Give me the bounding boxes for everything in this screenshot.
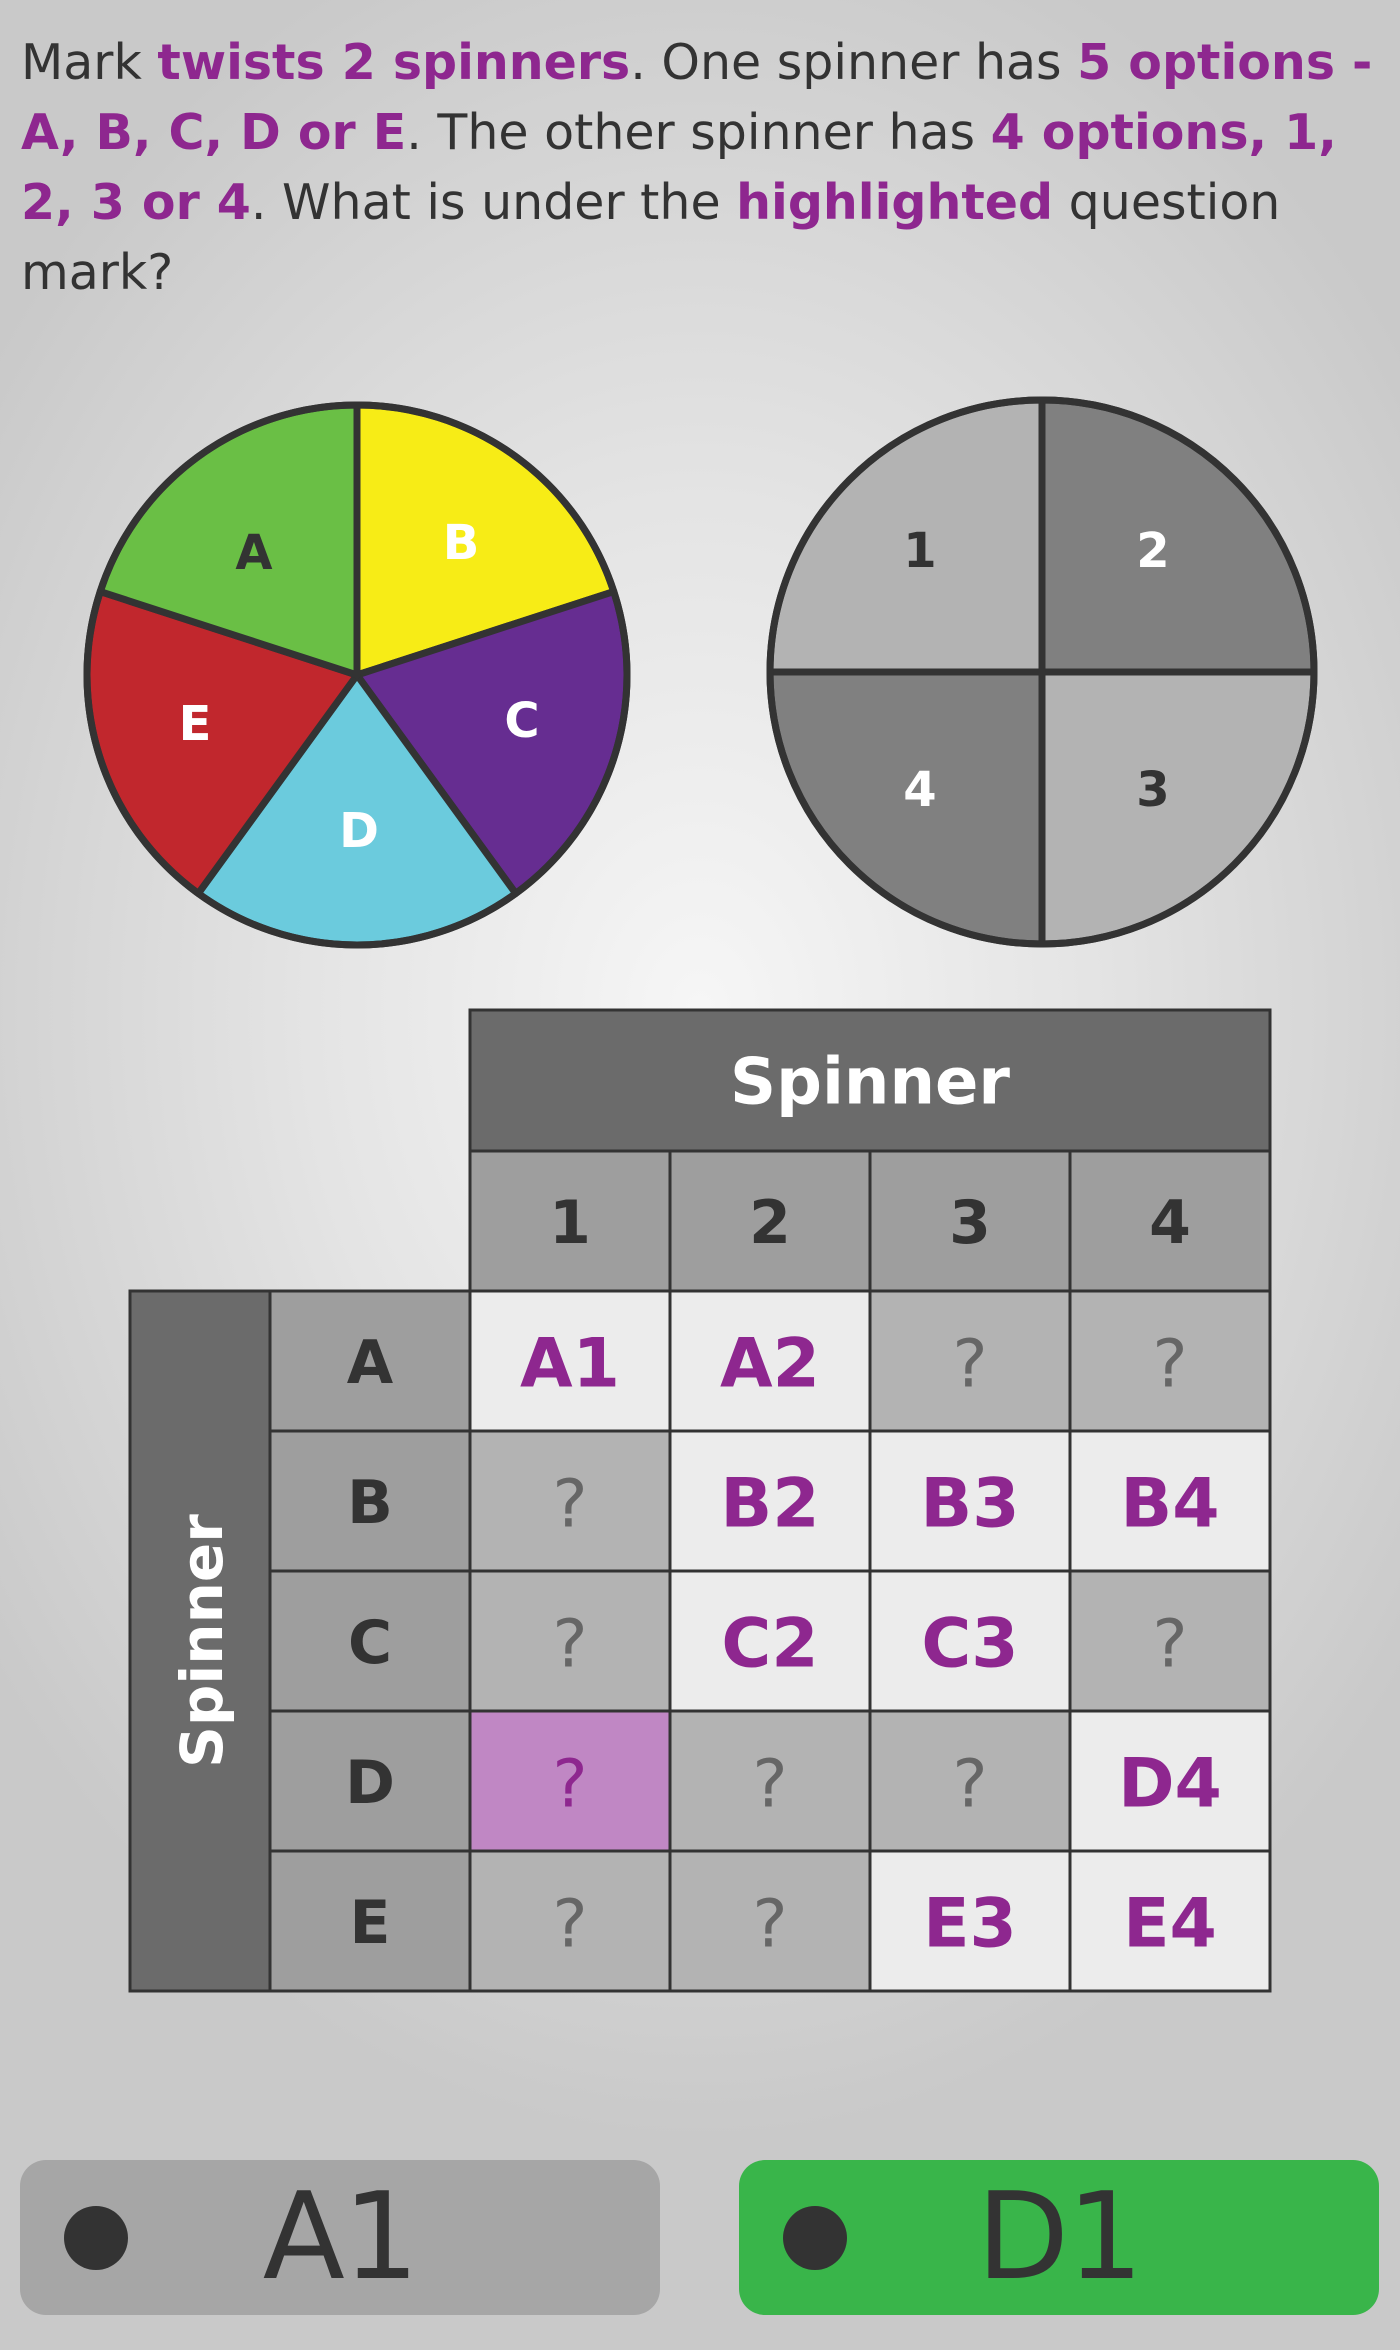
question-highlight: 5 options - A, B, C, D or E xyxy=(21,34,1373,161)
unknown-outcome: ? xyxy=(552,1886,587,1963)
outcome-label: E3 xyxy=(923,1885,1017,1964)
outcome-label: C3 xyxy=(921,1605,1018,1684)
number-spinner: 1 2 3 4 xyxy=(766,396,1318,948)
grid-cell xyxy=(1068,1429,1272,1573)
grid-cell xyxy=(868,1709,1072,1853)
outcome-label: E4 xyxy=(1123,1885,1217,1964)
segment-label: E xyxy=(179,696,212,752)
outcome-label: D4 xyxy=(1118,1745,1222,1824)
grid-cell xyxy=(468,1289,672,1433)
outcome-label: A2 xyxy=(720,1325,820,1404)
unknown-outcome: ? xyxy=(1152,1606,1187,1683)
outcome-label: A1 xyxy=(520,1325,620,1404)
outcome-label: C2 xyxy=(721,1605,818,1684)
grid-cell xyxy=(668,1429,872,1573)
unknown-outcome: ? xyxy=(1152,1326,1187,1403)
row-header-b xyxy=(268,1429,472,1573)
question-segment: . What is under the xyxy=(250,174,737,231)
row-letter: C xyxy=(348,1608,392,1678)
row-letter: A xyxy=(347,1328,394,1398)
segment-label: 1 xyxy=(903,523,936,579)
grid-cell xyxy=(1068,1569,1272,1713)
unknown-outcome: ? xyxy=(552,1606,587,1683)
answer-label: D1 xyxy=(976,2168,1144,2307)
grid-cell xyxy=(868,1289,1072,1433)
segment-label: 2 xyxy=(1136,523,1169,579)
row-letter: E xyxy=(350,1888,391,1958)
radio-dot-icon xyxy=(64,2206,128,2270)
row-header-a xyxy=(268,1289,472,1433)
question-highlight: 4 options, 1, 2, 3 or 4 xyxy=(21,104,1337,231)
question-highlight: highlighted xyxy=(736,174,1054,231)
column-header-3 xyxy=(868,1149,1072,1293)
letter-spinner: A B C D E xyxy=(83,401,631,949)
answer-option-d1[interactable]: D1 xyxy=(739,2160,1379,2315)
answer-option-a1[interactable]: A1 xyxy=(20,2160,660,2315)
segment-label: A xyxy=(235,525,272,581)
highlighted-cell xyxy=(468,1709,672,1853)
outcome-label: B4 xyxy=(1120,1465,1219,1544)
segment-label: B xyxy=(443,515,480,571)
answer-label: A1 xyxy=(262,2168,419,2307)
outcome-label: B3 xyxy=(920,1465,1019,1544)
unknown-outcome: ? xyxy=(752,1746,787,1823)
unknown-outcome: ? xyxy=(752,1886,787,1963)
row-header-e xyxy=(268,1849,472,1993)
segment-label: 4 xyxy=(903,762,936,818)
question-text: Mark twists 2 spinners. One spinner has … xyxy=(21,28,1381,308)
row-letter: B xyxy=(347,1468,393,1538)
unknown-outcome: ? xyxy=(952,1746,987,1823)
grid-cell xyxy=(468,1569,672,1713)
unknown-outcome: ? xyxy=(552,1466,587,1543)
spinner-outline xyxy=(83,401,631,949)
question-highlight: twists 2 spinners xyxy=(157,34,631,91)
segment-3 xyxy=(1038,668,1318,948)
column-number: 4 xyxy=(1149,1188,1191,1258)
grid-cell xyxy=(868,1849,1072,1993)
grid-cell xyxy=(468,1849,672,1993)
column-number: 3 xyxy=(949,1188,991,1258)
segment-label: D xyxy=(339,803,379,859)
row-header-label: Spinner xyxy=(168,1514,236,1768)
unknown-outcome: ? xyxy=(552,1746,587,1823)
question-segment: Mark xyxy=(21,34,158,91)
spinner-outline xyxy=(766,396,1318,948)
segment-label: 3 xyxy=(1136,762,1169,818)
spinners: A B C D E 1 2 3 4 xyxy=(83,396,1318,949)
segment-label: C xyxy=(504,693,539,749)
column-number: 2 xyxy=(749,1188,791,1258)
grid-cell xyxy=(1068,1849,1272,1993)
question-segment: . One spinner has xyxy=(630,34,1078,91)
column-number: 1 xyxy=(549,1188,591,1258)
segment-2 xyxy=(1038,396,1318,676)
row-header-d xyxy=(268,1709,472,1853)
grid-cell xyxy=(668,1569,872,1713)
grid-cell xyxy=(468,1429,672,1573)
unknown-outcome: ? xyxy=(952,1326,987,1403)
question-segment: . The other spinner has xyxy=(406,104,991,161)
question-segment: question mark? xyxy=(21,174,1281,301)
grid-cell xyxy=(668,1289,872,1433)
grid-cell xyxy=(868,1429,1072,1573)
radio-dot-icon xyxy=(783,2206,847,2270)
outcome-label: B2 xyxy=(720,1465,819,1544)
row-spinner-header xyxy=(128,1289,272,1993)
row-letter: D xyxy=(345,1748,395,1818)
column-header-label: Spinner xyxy=(730,1046,1010,1120)
column-header-2 xyxy=(668,1149,872,1293)
grid-cell xyxy=(1068,1709,1272,1853)
column-header-4 xyxy=(1068,1149,1272,1293)
